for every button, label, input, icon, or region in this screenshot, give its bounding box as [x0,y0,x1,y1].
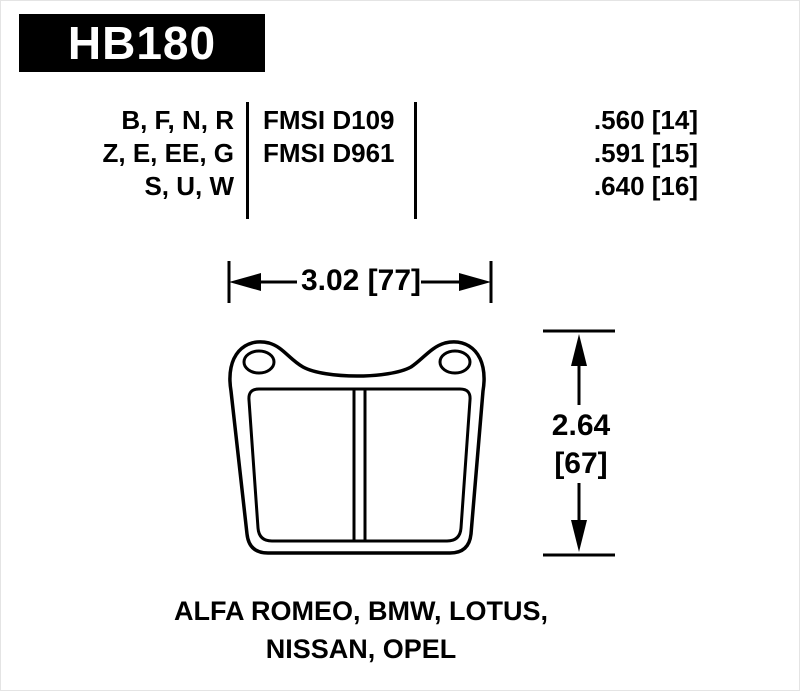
part-number-box: HB180 [19,14,265,72]
table-divider-right [414,102,417,219]
pad-mounting-hole-right [438,349,472,375]
part-number: HB180 [67,17,217,69]
width-arrow-left [229,273,261,291]
fmsi-row: FMSI D961 [263,138,395,168]
height-arrow-down [571,520,587,552]
thickness-row: .560 [14] [593,105,698,135]
pad-friction-surface-outline [247,387,472,543]
fmsi-column: FMSI D109 FMSI D961 [263,104,423,170]
height-dimension-graphic [543,329,615,557]
height-dimension-inches: 2.64 [551,409,611,442]
compound-code-row: Z, E, EE, G [102,138,234,168]
compound-code-row: S, U, W [144,171,234,201]
width-dimension-label: 3.02 [77] [300,264,422,297]
width-arrow-right [459,273,491,291]
compound-codes-column: B, F, N, R Z, E, EE, G S, U, W [31,104,234,203]
vehicle-applications: ALFA ROMEO, BMW, LOTUS, NISSAN, OPEL [101,592,621,668]
height-arrow-up [571,334,587,366]
width-dimension-graphic [227,261,493,303]
applications-line-1: ALFA ROMEO, BMW, LOTUS, [174,596,548,626]
height-dimension-mm: [67] [554,447,608,480]
pad-outline [228,340,486,555]
thickness-column: .560 [14] .591 [15] .640 [16] [511,104,698,203]
pad-mounting-hole-left [242,349,276,375]
table-divider-left [246,102,249,219]
fmsi-row: FMSI D109 [263,105,395,135]
height-dimension-label: 2.64 [67] [523,407,639,483]
applications-line-2: NISSAN, OPEL [265,634,457,664]
brake-pad-drawing [228,340,486,555]
thickness-row: .591 [15] [593,138,698,168]
compound-code-row: B, F, N, R [121,105,234,135]
thickness-row: .640 [16] [593,171,698,201]
